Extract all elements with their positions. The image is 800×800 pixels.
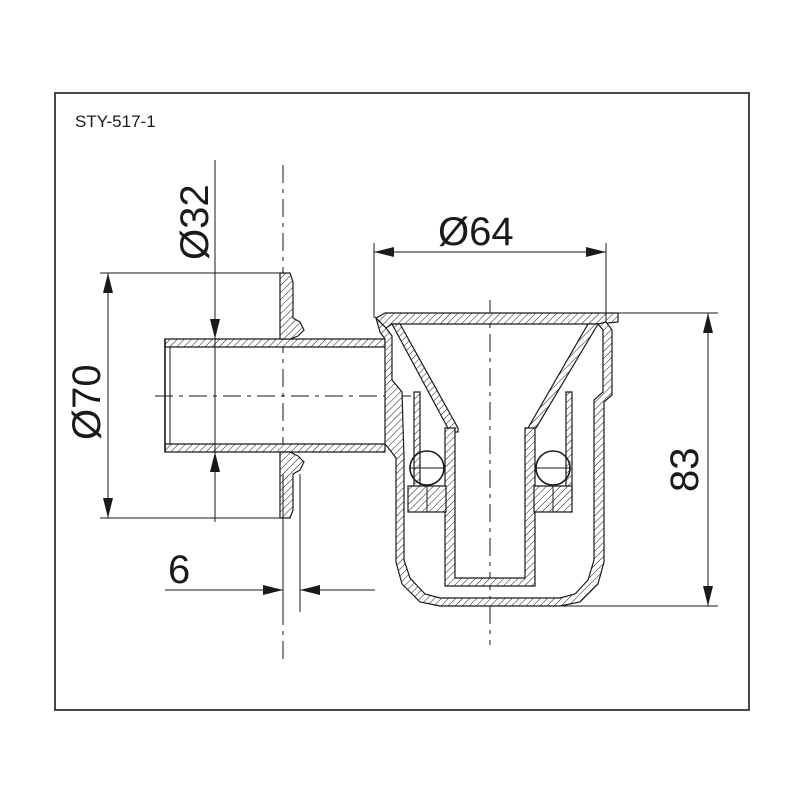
dim-height: 83 — [560, 312, 718, 607]
dim-flange-thickness: 6 — [165, 474, 375, 612]
dim-label-cup-diameter: Ø64 — [438, 210, 514, 254]
model-code: STY-517-1 — [75, 112, 156, 131]
dim-flange-diameter: Ø70 — [65, 272, 285, 519]
drawing-frame — [54, 92, 750, 711]
dim-label-flange-diameter: Ø70 — [65, 364, 109, 440]
dim-label-flange-thickness: 6 — [168, 548, 190, 592]
dim-pipe-diameter: Ø32 — [173, 160, 220, 522]
dim-label-height: 83 — [663, 448, 707, 493]
drain-body — [374, 312, 619, 607]
dim-cup-diameter: Ø64 — [373, 210, 607, 322]
dim-label-pipe-diameter: Ø32 — [173, 184, 217, 260]
